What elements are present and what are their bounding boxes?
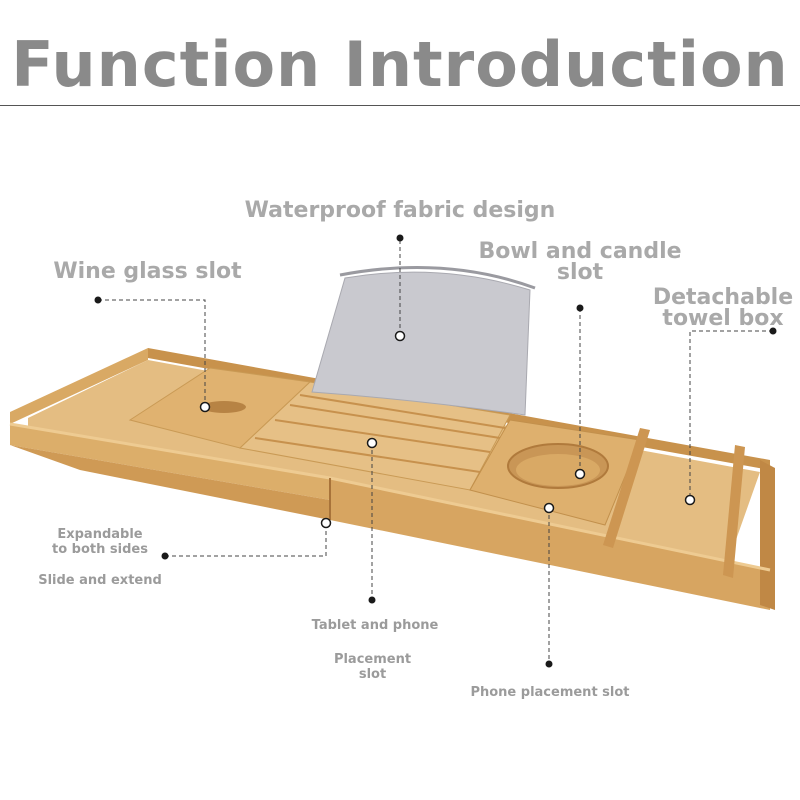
label-placement-line1: Placement	[333, 652, 412, 667]
label-expand-line2: to both sides	[52, 542, 148, 557]
label-towel-line1: Detachable	[652, 285, 794, 310]
label-placement-line2: slot	[358, 667, 387, 682]
callout-leaders	[98, 240, 773, 664]
label-bowl-candle-slot: Bowl and candle slot	[470, 239, 690, 285]
label-tablet-phone: Tablet and phone	[311, 618, 439, 633]
label-detachable-towel-box: Detachable towel box	[648, 285, 798, 331]
title-divider	[0, 105, 800, 106]
callout-markers	[94, 234, 777, 668]
label-towel-line2: towel box	[662, 306, 784, 331]
label-placement-slot: Placement slot	[320, 652, 425, 682]
bamboo-tray	[9, 348, 775, 610]
page-title: Function Introduction	[11, 28, 789, 101]
label-waterproof-fabric: Waterproof fabric design	[244, 198, 556, 223]
label-phone-placement-slot: Phone placement slot	[470, 685, 630, 700]
label-expand-line1: Expandable	[57, 527, 143, 542]
fabric-stand	[311, 265, 536, 416]
label-expandable: Expandable to both sides	[40, 527, 160, 557]
label-wine-glass-slot: Wine glass slot	[53, 259, 242, 284]
label-slide-extend: Slide and extend	[38, 573, 162, 588]
label-bowl-line1: Bowl and candle	[478, 239, 682, 264]
label-bowl-line2: slot	[556, 260, 604, 285]
